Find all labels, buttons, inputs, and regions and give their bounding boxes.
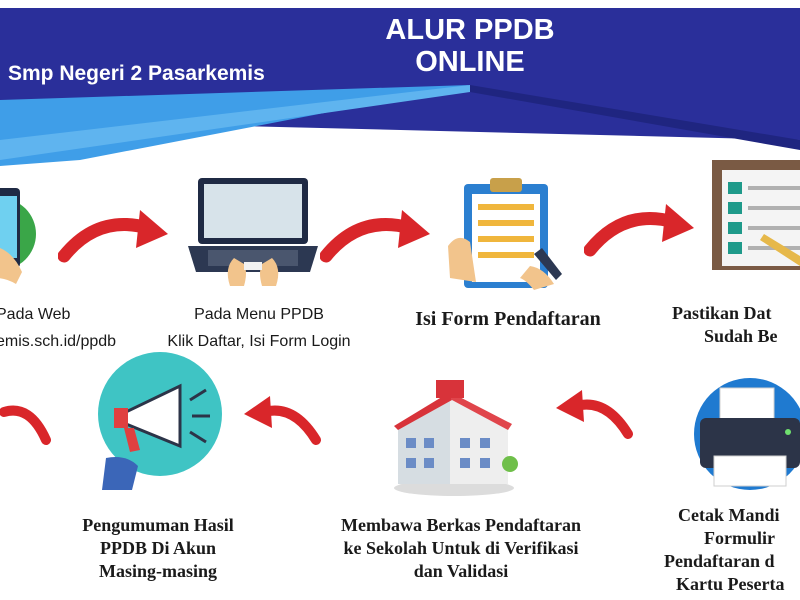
page-title: ALUR PPDB ONLINE xyxy=(385,14,555,78)
phone-icon xyxy=(0,188,36,284)
megaphone-icon xyxy=(98,352,222,490)
arrow-step3-to-step4 xyxy=(584,204,694,257)
printer-icon xyxy=(694,378,800,490)
clipboard-form-icon xyxy=(448,178,562,290)
arrow-step7-to-next xyxy=(0,405,51,445)
step-3-label: Isi Form Pendaftaran xyxy=(415,308,601,330)
arrow-step1-to-step2 xyxy=(58,210,168,263)
step-6-label: Membawa Berkas Pendaftaran ke Sekolah Un… xyxy=(341,515,581,581)
arrow-step2-to-step3 xyxy=(320,210,430,263)
step-5-label: Cetak Mandi Formulir Pendaftaran d Kartu… xyxy=(664,505,785,594)
step-7-label: Pengumuman Hasil PPDB Di Akun Masing-mas… xyxy=(82,515,234,581)
arrow-step6-to-step7 xyxy=(244,396,321,445)
step-4-label: Pastikan Dat Sudah Be xyxy=(672,303,778,346)
checklist-icon xyxy=(712,160,800,270)
school-building-icon xyxy=(394,380,518,496)
laptop-icon xyxy=(188,178,318,286)
step-2-label: Pada Menu PPDB Klik Daftar, Isi Form Log… xyxy=(167,306,351,350)
header-banner xyxy=(0,8,800,166)
step-1-label: Pada Web emis.sch.id/ppdb xyxy=(0,306,117,350)
arrow-step5-to-step6 xyxy=(556,390,633,439)
school-name: Smp Negeri 2 Pasarkemis xyxy=(8,62,265,85)
